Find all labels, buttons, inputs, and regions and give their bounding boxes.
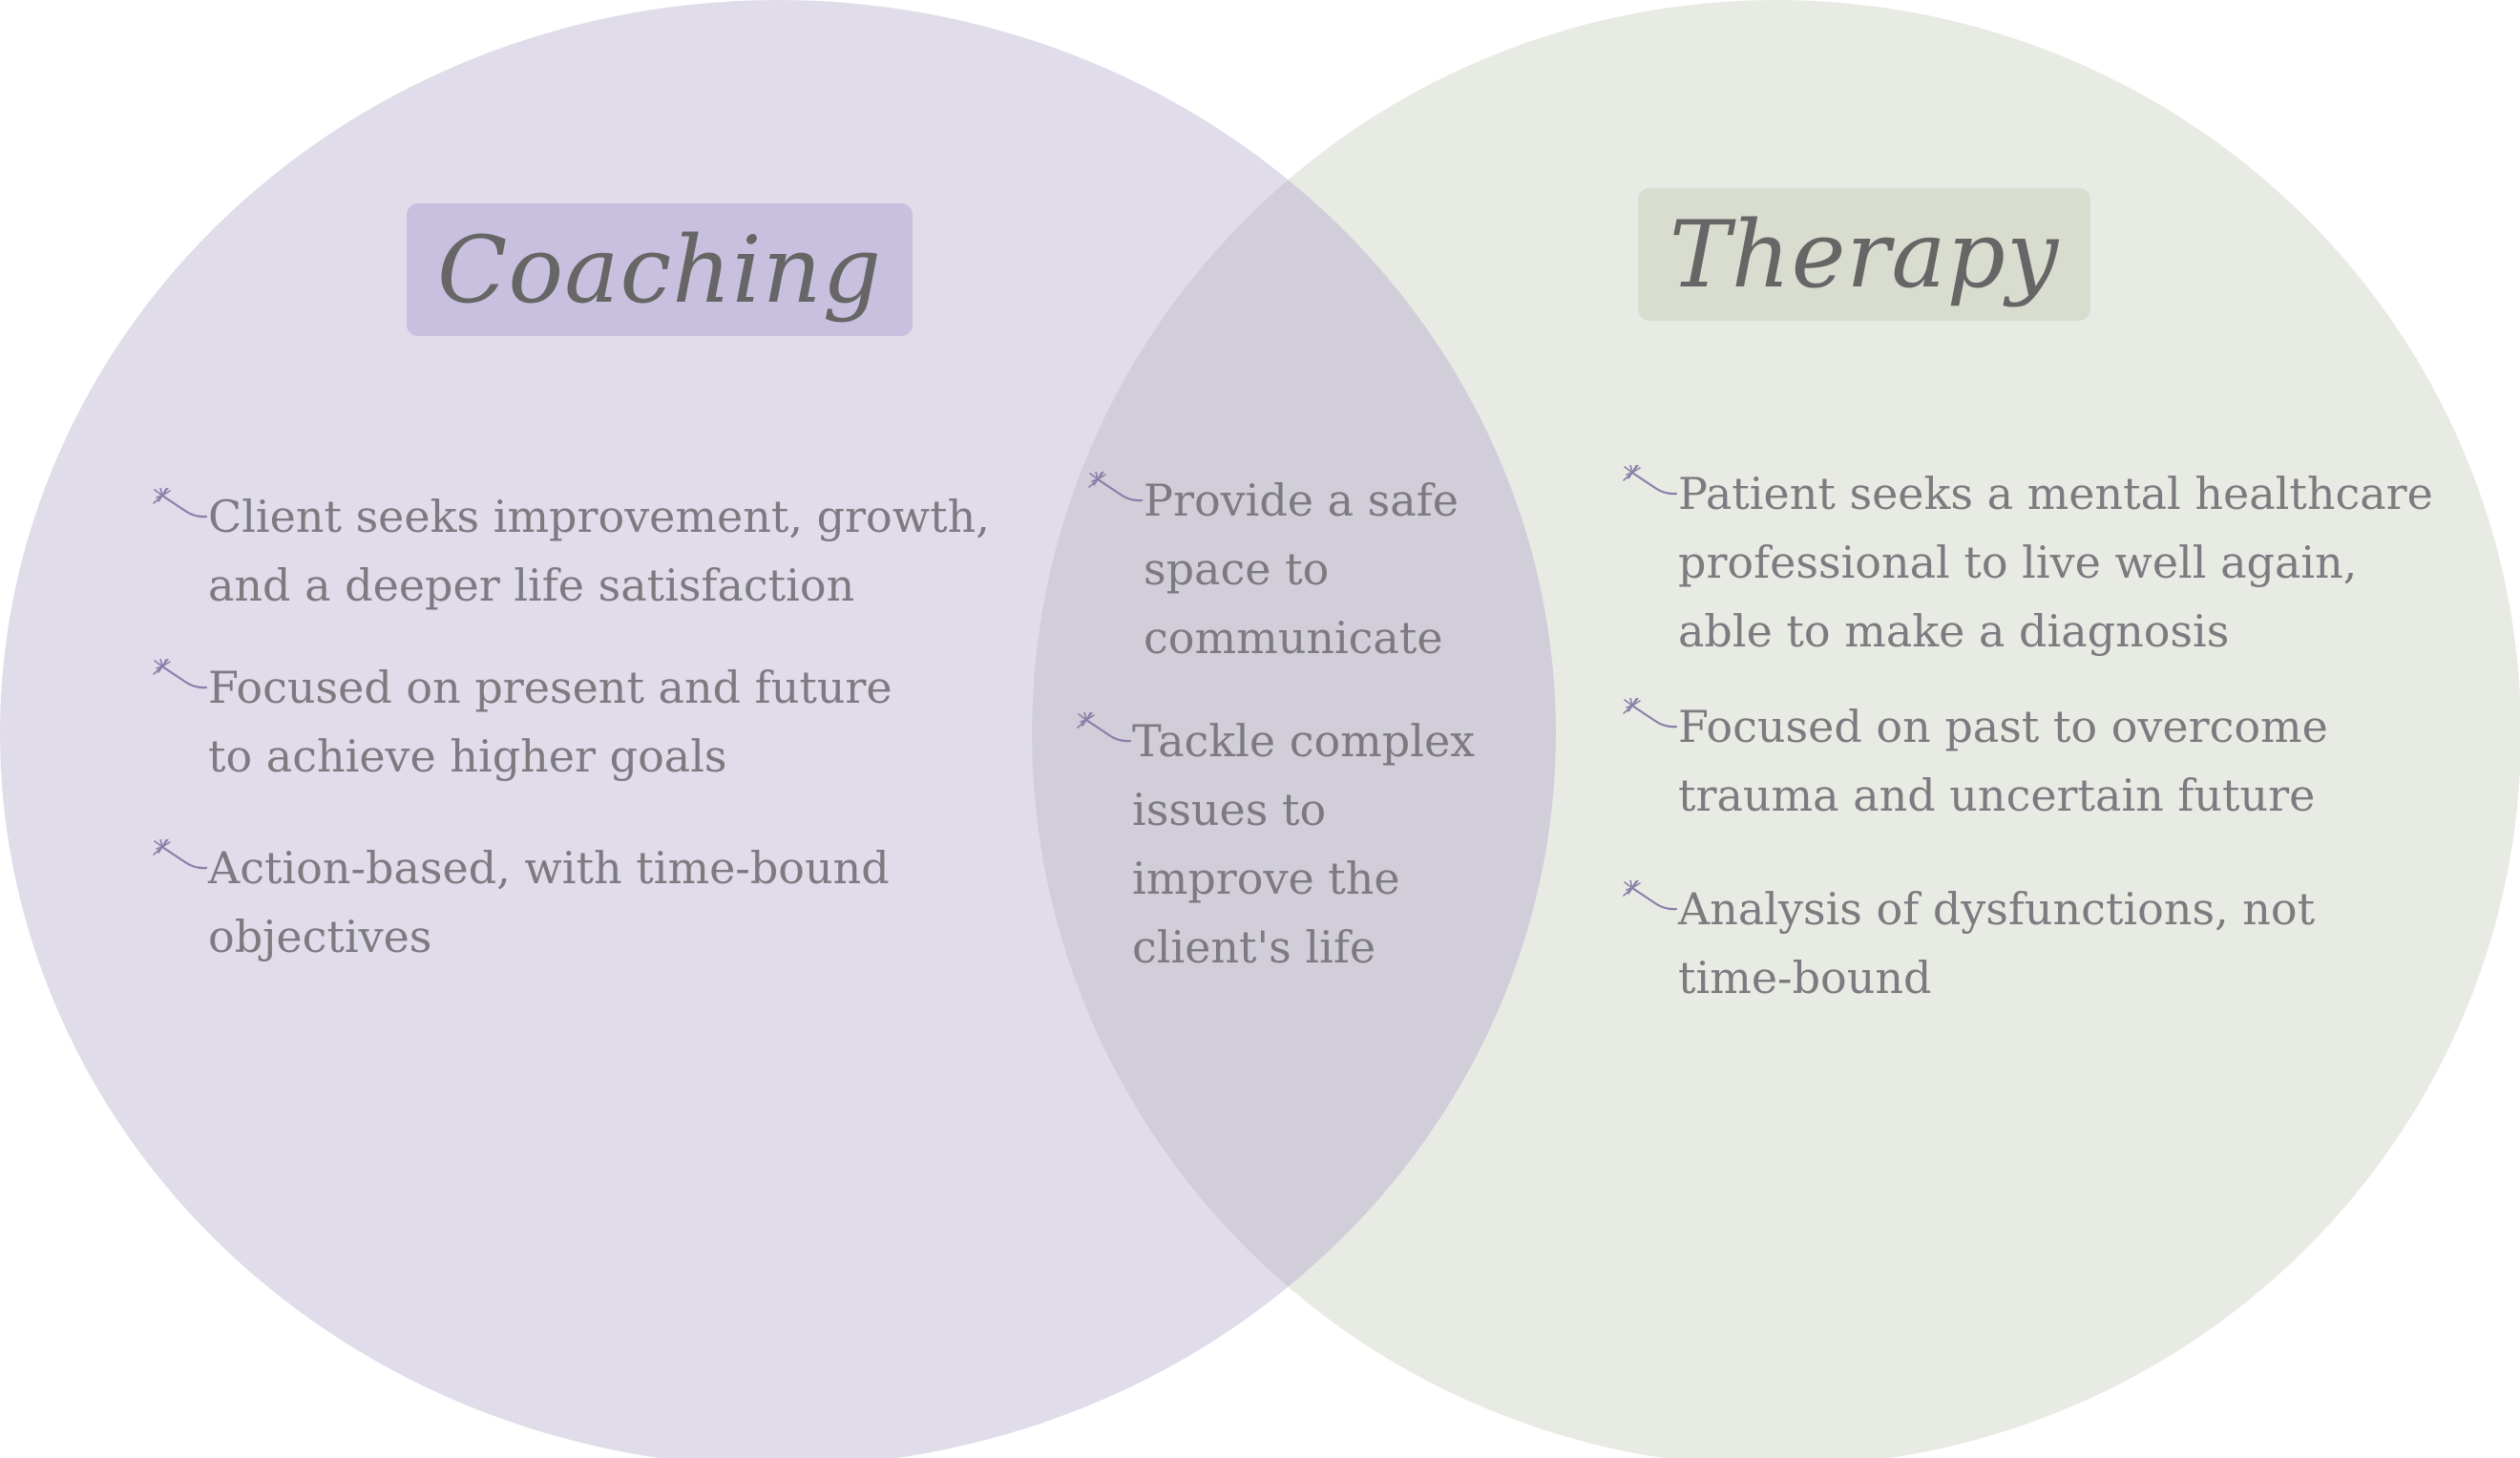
dandelion-icon — [1623, 465, 1678, 503]
therapy-list: Patient seeks a mental healthcare profes… — [1623, 0, 2463, 1050]
therapy-title-box: Therapy — [1638, 188, 2090, 321]
coaching-list: Client seeks improvement, growth, and a … — [153, 0, 993, 1050]
dandelion-icon — [153, 839, 208, 877]
dandelion-icon — [153, 488, 208, 526]
list-item: Client seeks improvement, growth, and a … — [153, 482, 993, 620]
dandelion-icon — [153, 659, 208, 697]
list-item: Patient seeks a mental healthcare profes… — [1623, 459, 2463, 666]
list-item: Action-based, with time-bound objectives — [153, 834, 993, 971]
overlap-region — [1032, 0, 1556, 1458]
shared-list: Provide a safe space to communicate Tack… — [1069, 0, 1508, 1050]
list-item: Analysis of dysfunctions, not time-bound — [1623, 875, 2463, 1012]
dandelion-icon — [1623, 698, 1678, 736]
coaching-title: Coaching — [436, 216, 883, 324]
dandelion-icon — [1077, 712, 1132, 750]
coaching-title-box: Coaching — [407, 203, 913, 336]
list-item: Provide a safe space to communicate — [1088, 466, 1499, 672]
dandelion-icon — [1623, 880, 1678, 919]
list-item: Focused on past to overcome trauma and u… — [1623, 692, 2463, 830]
therapy-title: Therapy — [1669, 201, 2060, 308]
list-item: Focused on present and future to achieve… — [153, 653, 993, 791]
dandelion-icon — [1088, 472, 1144, 510]
list-item: Tackle complex issues to improve the cli… — [1077, 707, 1497, 982]
